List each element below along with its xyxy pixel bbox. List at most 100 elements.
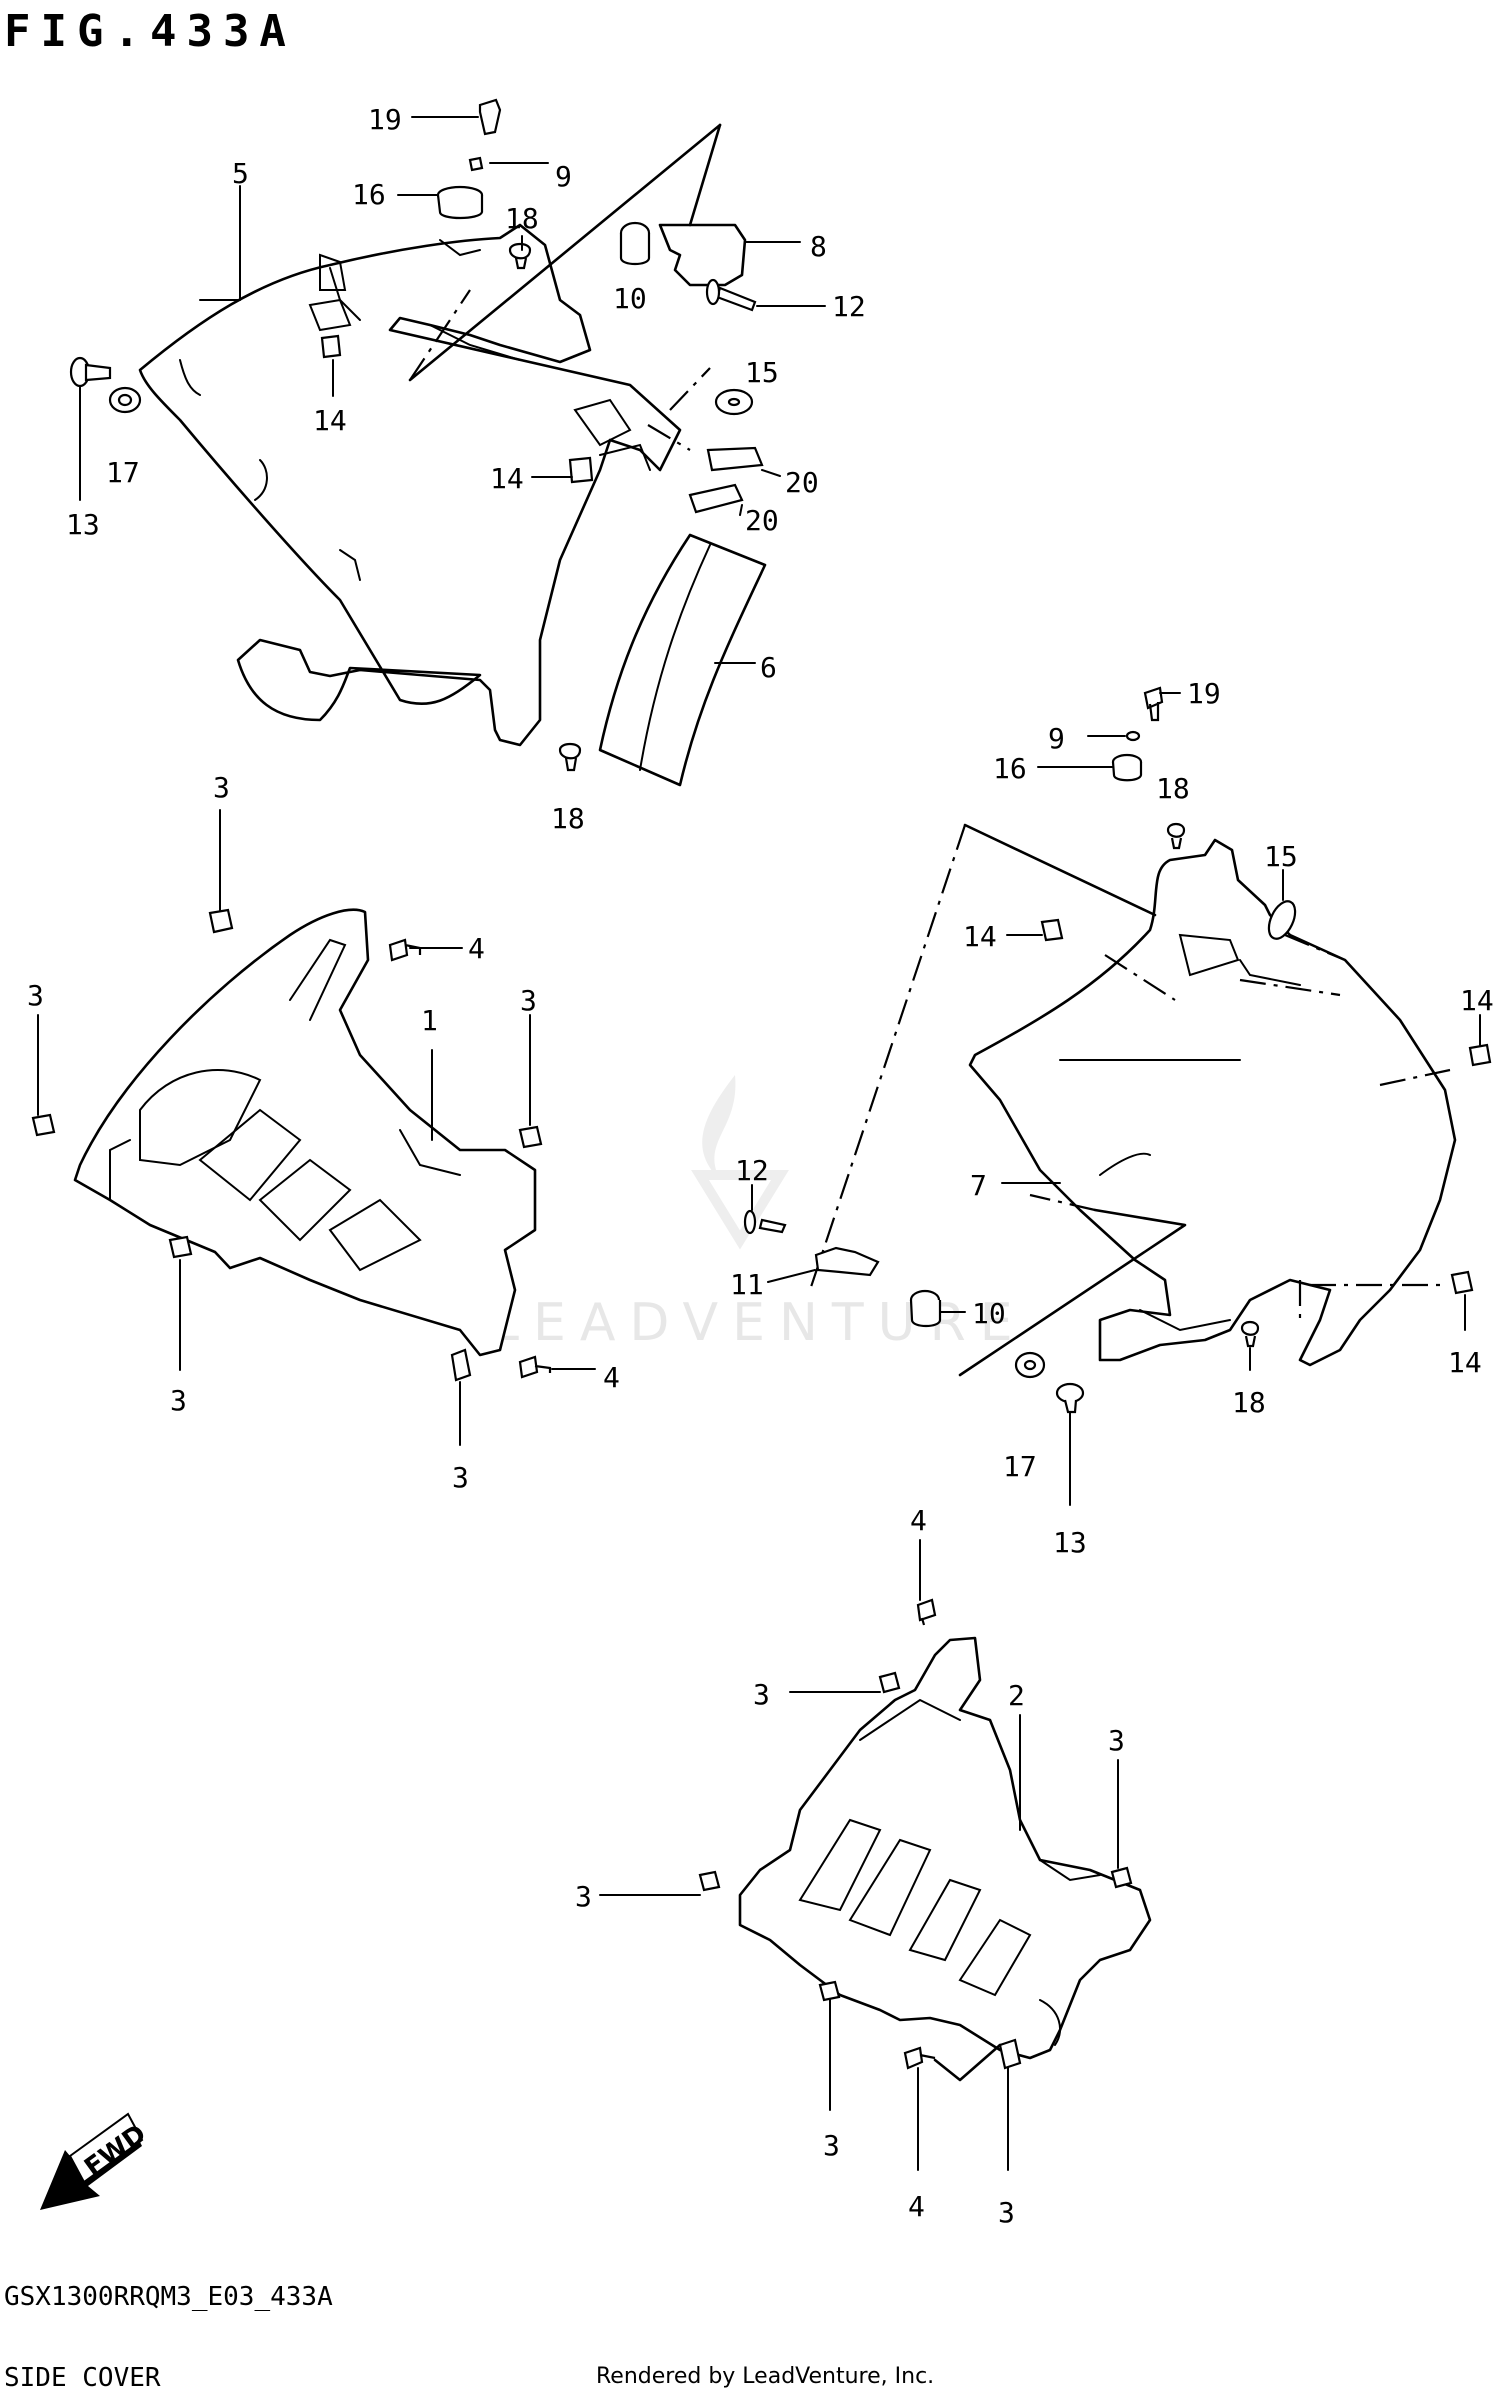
callout-5: 5 xyxy=(232,157,249,190)
screw-13-right xyxy=(1055,1382,1085,1404)
callout-3-bottom-lower: 3 xyxy=(823,2129,840,2162)
callout-3-bottom-top: 3 xyxy=(753,1678,770,1711)
trim-strip-6 xyxy=(598,533,767,787)
screw-18a xyxy=(508,242,532,270)
cushion-20b xyxy=(688,483,744,514)
clip-3e xyxy=(450,1348,472,1382)
callout-16: 16 xyxy=(352,178,386,211)
nut-3a xyxy=(208,908,234,934)
bracket-11 xyxy=(814,1246,880,1277)
screw-4-bottom-a xyxy=(916,1598,937,1626)
nut-14-right-b xyxy=(1468,1043,1492,1067)
screw-12-right xyxy=(758,1218,787,1234)
section-name: SIDE COVER xyxy=(4,2363,161,2393)
callout-14-left: 14 xyxy=(313,404,347,437)
nut-3b xyxy=(31,1113,56,1137)
callout-20-upper: 20 xyxy=(785,466,819,499)
nut-14b xyxy=(320,334,342,359)
screw-18b xyxy=(558,742,582,772)
bottom-cover-callouts: 4 3 2 3 3 3 4 3 xyxy=(575,1504,1125,2229)
nut-3d xyxy=(168,1235,193,1259)
damper-15-right xyxy=(1267,900,1297,940)
top-assembly xyxy=(69,98,767,787)
callout-7: 7 xyxy=(970,1169,987,1202)
clip-3-bottom-e xyxy=(998,2038,1022,2070)
bottom-cover-2 xyxy=(698,1598,1152,2082)
callout-4-bottom: 4 xyxy=(603,1361,620,1394)
washer-9 xyxy=(468,156,484,172)
top-callouts: 19 9 16 18 5 8 10 12 15 14 13 17 14 20 xyxy=(66,103,866,835)
screw-18-right-bottom xyxy=(1240,1320,1260,1348)
model-code: GSX1300RRQM3_E03_433A xyxy=(4,2282,333,2312)
callout-15: 15 xyxy=(745,356,779,389)
callout-18-top: 18 xyxy=(505,202,539,235)
callout-14-right-b: 14 xyxy=(1460,984,1494,1017)
callout-9-right: 9 xyxy=(1048,722,1065,755)
screw-4a xyxy=(388,938,422,962)
screw-12-head xyxy=(705,278,721,306)
callout-13: 13 xyxy=(66,508,100,541)
watermark: LEADVENTURE xyxy=(490,1075,1027,1353)
right-assembly xyxy=(743,686,1492,1414)
screw-4b xyxy=(518,1355,552,1379)
callout-20-lower: 20 xyxy=(745,504,779,537)
callout-18-bottom: 18 xyxy=(551,802,585,835)
callout-17: 17 xyxy=(106,456,140,489)
callout-4-bottom-lower: 4 xyxy=(908,2190,925,2223)
right-assembly-callouts: 19 9 16 18 15 14 14 7 12 11 10 17 13 18 xyxy=(730,677,1494,1559)
callout-3-right: 3 xyxy=(520,984,537,1017)
nut-14-right-c xyxy=(1450,1270,1474,1295)
callout-4-bottom-top: 4 xyxy=(910,1504,927,1537)
callout-3-bottom: 3 xyxy=(452,1461,469,1494)
callout-8: 8 xyxy=(810,230,827,263)
nut-3c xyxy=(518,1125,543,1149)
render-credit: Rendered by LeadVenture, Inc. xyxy=(596,2364,935,2389)
washer-9-right xyxy=(1125,730,1141,742)
callout-15-right: 15 xyxy=(1264,840,1298,873)
callout-14-right-c: 14 xyxy=(1448,1346,1482,1379)
nut-3-bottom-b xyxy=(1110,1866,1133,1889)
callout-19-right: 19 xyxy=(1187,677,1221,710)
left-cover-callouts: 3 4 3 1 3 3 4 3 xyxy=(27,771,620,1494)
callout-11: 11 xyxy=(730,1268,764,1301)
inner-panel-5 xyxy=(138,223,682,747)
callout-19: 19 xyxy=(368,103,402,136)
nut-14-right-a xyxy=(1040,918,1064,942)
callout-3-bottom-right: 3 xyxy=(1108,1724,1125,1757)
nut-3-bottom-d xyxy=(818,1980,841,2002)
callout-6: 6 xyxy=(760,651,777,684)
bolt-19-right xyxy=(1143,686,1164,722)
left-cover-1 xyxy=(31,908,552,1382)
screw-18-right-top xyxy=(1166,822,1186,850)
callout-3-top: 3 xyxy=(213,771,230,804)
callout-14-mid: 14 xyxy=(490,462,524,495)
figure-title: FIG.433A xyxy=(4,6,296,57)
callout-3-bottom-clip: 3 xyxy=(998,2196,1015,2229)
inner-panel-7 xyxy=(968,838,1457,1367)
callout-9: 9 xyxy=(555,160,572,193)
bolt-19 xyxy=(478,98,502,136)
callout-14-right-a: 14 xyxy=(963,920,997,953)
callout-3-bottom-left: 3 xyxy=(170,1384,187,1417)
callout-1: 1 xyxy=(421,1004,438,1037)
callout-17-right: 17 xyxy=(1003,1450,1037,1483)
side-cover-2 xyxy=(738,1636,1152,2060)
fwd-direction-badge: FWD xyxy=(40,2112,152,2210)
bracket-8 xyxy=(658,223,747,287)
callout-12: 12 xyxy=(832,290,866,323)
callout-13-right: 13 xyxy=(1053,1526,1087,1559)
nut-3-bottom-c xyxy=(698,1870,721,1892)
screw-12 xyxy=(715,286,757,312)
callout-3-left: 3 xyxy=(27,979,44,1012)
callout-12-right: 12 xyxy=(735,1154,769,1187)
callout-4-top: 4 xyxy=(468,932,485,965)
cushion-20a xyxy=(706,446,764,472)
callout-16-right: 16 xyxy=(993,752,1027,785)
callout-3-bottom-left: 3 xyxy=(575,1880,592,1913)
grommet-10-body xyxy=(619,233,651,266)
callout-10-right: 10 xyxy=(972,1297,1006,1330)
callout-2: 2 xyxy=(1008,1679,1025,1712)
watermark-text: LEADVENTURE xyxy=(490,1293,1027,1353)
